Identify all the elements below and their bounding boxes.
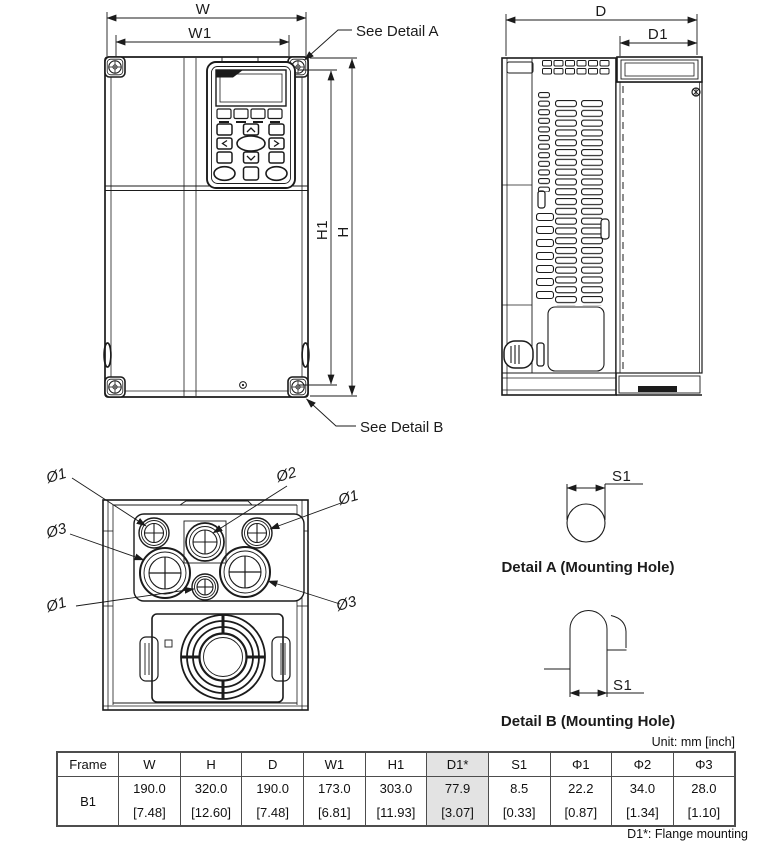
value-cell-s1: 8.5[0.33] (487, 776, 551, 827)
flange-mounting-footnote: D1*: Flange mounting (627, 827, 748, 841)
side-clip-right (301, 342, 310, 368)
keypad (206, 61, 296, 189)
mounting-hole-bottom-right (287, 376, 309, 398)
dim-label-s1-b: S1 (613, 677, 632, 694)
technical-drawing: W W1 H H1 See Detail A See Detail B (43, 1, 703, 730)
col-header-h: H (179, 751, 243, 777)
col-header-phi2: Φ2 (611, 751, 674, 777)
table-row-b1: B1 190.0[7.48] 320.0[12.60] 190.0[7.48] … (56, 776, 736, 827)
col-header-phi1: Φ1 (549, 751, 613, 777)
frame-cell: B1 (56, 776, 120, 827)
col-header-s1: S1 (487, 751, 551, 777)
mounting-hole-bottom-left (104, 376, 126, 398)
vent-column-small (538, 92, 550, 192)
detail-b-caption: Detail B (Mounting Hole) (501, 713, 675, 730)
side-dimensions (505, 14, 698, 56)
mounting-hole-top-left (104, 56, 126, 78)
cooling-fan (139, 613, 291, 703)
detail-b-leader (306, 398, 356, 427)
dia-label-phi3-left: Ø3 (43, 520, 69, 542)
vent-column-small-lower (536, 213, 554, 302)
dim-label-s1-a: S1 (612, 468, 631, 485)
col-header-frame: Frame (56, 751, 120, 777)
see-detail-a-label: See Detail A (356, 23, 439, 40)
value-cell-h1: 303.0[11.93] (364, 776, 428, 827)
dim-label-w: W (196, 1, 211, 18)
top-vent-slots (542, 60, 610, 76)
dim-label-d: D (595, 3, 606, 20)
cover-screw-icon (239, 381, 247, 389)
release-latch (503, 340, 534, 369)
col-header-w1: W1 (303, 751, 366, 777)
dimension-table: Frame W H D W1 H1 D1* S1 Φ1 Φ2 Φ3 B1 190… (56, 751, 736, 827)
right-arrow-icon (273, 139, 280, 148)
enter-key (236, 135, 266, 152)
detail-a-caption: Detail A (Mounting Hole) (501, 559, 674, 576)
hook-curve (610, 615, 627, 648)
dia-label-phi1-tl: Ø1 (43, 465, 68, 487)
slot-top-arc (569, 610, 608, 630)
up-arrow-icon (246, 127, 256, 133)
side-clip-left (103, 342, 112, 368)
value-cell-phi1: 22.2[0.87] (549, 776, 613, 827)
conduit-hole-phi2-top-center (185, 522, 225, 562)
flange-panel (615, 81, 703, 374)
front-dimensions (106, 12, 357, 427)
col-header-d: D (241, 751, 304, 777)
col-header-w: W (118, 751, 181, 777)
conduit-hole-phi3-bottom-left (139, 547, 191, 599)
dia-label-phi2: Ø2 (273, 464, 299, 486)
value-cell-w: 190.0[7.48] (118, 776, 181, 827)
screw-icon (691, 87, 701, 97)
col-header-h1: H1 (364, 751, 428, 777)
clip (600, 218, 610, 240)
dia-label-phi1-tr: Ø1 (335, 487, 360, 509)
dim-label-h1: H1 (314, 220, 331, 240)
dia-label-phi3-right: Ø3 (333, 593, 359, 615)
front-view: W W1 H H1 See Detail A See Detail B (103, 1, 443, 436)
blank-panel (547, 306, 605, 372)
conduit-hole-phi3-bottom-right (219, 546, 271, 598)
see-detail-b-label: See Detail B (360, 419, 443, 436)
detail-b: S1 Detail B (Mounting Hole) (501, 610, 675, 730)
detail-a-leader (304, 29, 352, 61)
left-arrow-icon (221, 139, 228, 148)
conduit-hole-phi1-top-left (138, 517, 170, 549)
value-cell-w1: 173.0[6.81] (303, 776, 366, 827)
detail-a: S1 Detail A (Mounting Hole) (501, 468, 674, 576)
value-cell-phi2: 34.0[1.34] (611, 776, 674, 827)
side-view: D D1 (501, 3, 703, 396)
top-cap (616, 56, 703, 83)
col-header-d1: D1* (426, 751, 489, 777)
dim-label-w1: W1 (188, 25, 212, 42)
diameter-leaders (69, 477, 342, 607)
vent-column-mid (555, 100, 577, 306)
mounting-hole-circle (566, 503, 606, 543)
vent-column-right (581, 100, 603, 306)
dim-label-h: H (335, 226, 352, 237)
value-cell-h: 320.0[12.60] (179, 776, 243, 827)
value-cell-d1: 77.9[3.07] (426, 776, 489, 827)
down-arrow-icon (246, 155, 256, 161)
bottom-view: Ø1 Ø2 Ø1 Ø3 Ø1 Ø3 (43, 464, 360, 711)
value-cell-phi3: 28.0[1.10] (672, 776, 736, 827)
value-cell-d: 190.0[7.48] (241, 776, 304, 827)
conduit-hole-phi1-top-right (241, 517, 273, 549)
dim-label-d1: D1 (648, 26, 668, 43)
dia-label-phi1-bl: Ø1 (43, 594, 68, 616)
conduit-hole-phi1-bottom-center (191, 573, 219, 601)
unit-note: Unit: mm [inch] (651, 735, 735, 749)
table-header-row: Frame W H D W1 H1 D1* S1 Φ1 Φ2 Φ3 (56, 751, 736, 777)
col-header-phi3: Φ3 (672, 751, 736, 777)
